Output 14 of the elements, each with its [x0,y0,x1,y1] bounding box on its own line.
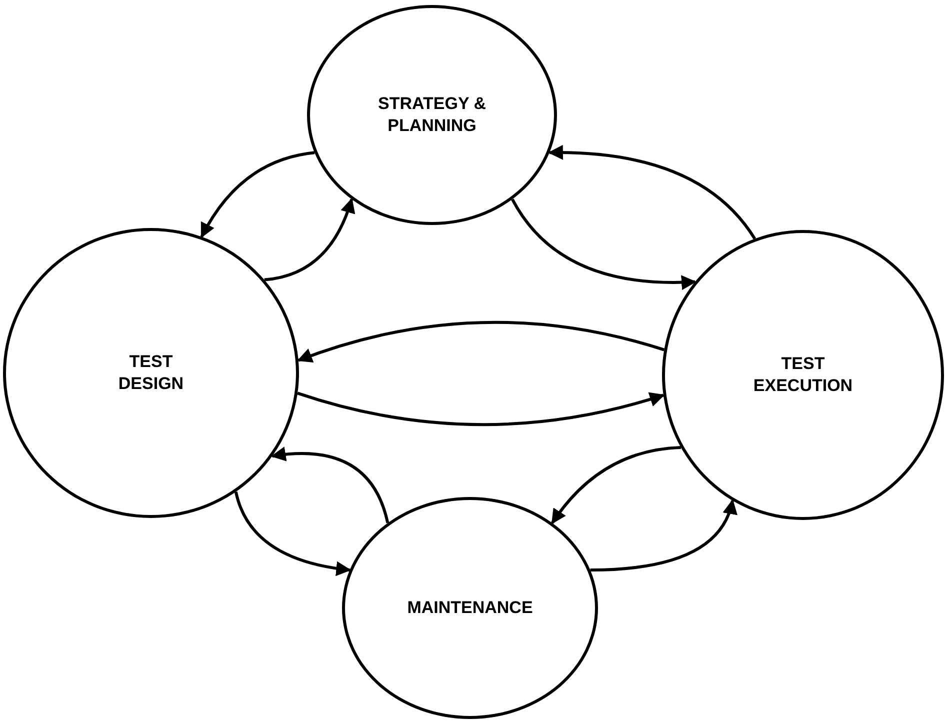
node-label: TEST DESIGN [117,350,185,395]
curved-arrow [590,499,736,572]
curved-arrow [511,198,696,290]
curved-arrow [270,447,390,524]
curved-arrow [551,446,681,524]
curved-arrow [297,392,665,426]
curved-arrow [264,198,355,282]
curved-arrow [200,151,315,238]
node-label: STRATEGY & PLANNING [377,92,487,137]
node-label: MAINTENANCE [406,596,534,619]
curved-arrow [234,491,352,576]
curved-arrow [548,145,756,240]
curved-arrow [297,321,665,363]
node-label: TEST EXECUTION [752,352,854,397]
